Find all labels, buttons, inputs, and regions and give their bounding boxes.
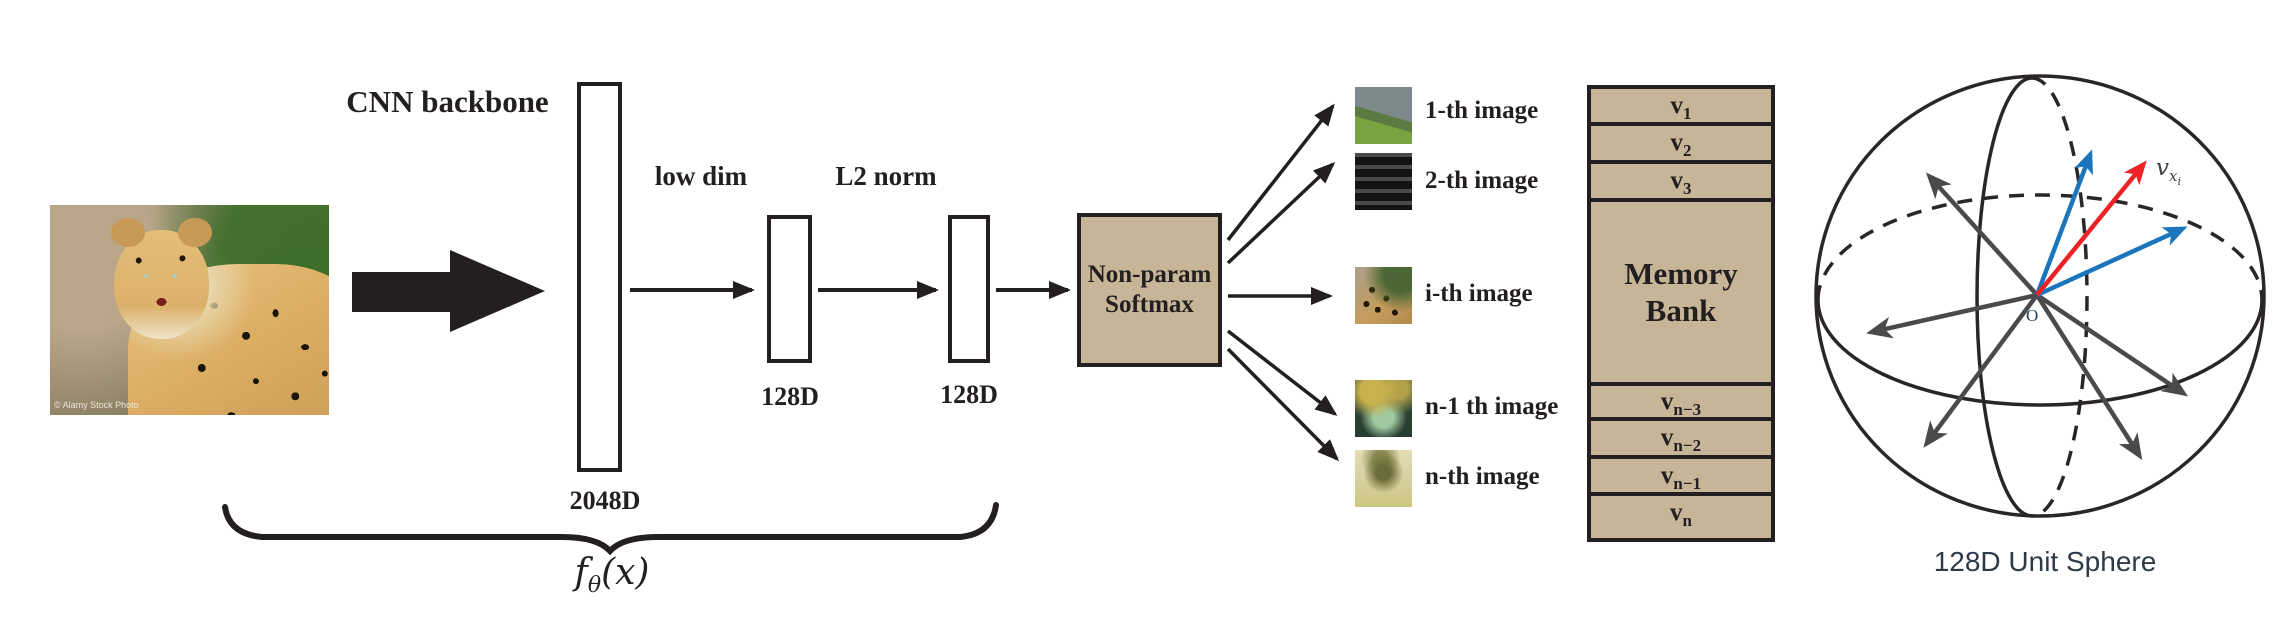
vector-subscript: n−1 xyxy=(1673,474,1702,493)
sphere-outline xyxy=(1814,74,2266,518)
vector-symbol: v xyxy=(1660,388,1674,415)
l2-norm-label: L2 norm xyxy=(835,161,937,191)
embed-dim-label-2: 128D xyxy=(940,380,998,409)
embedding-layer-1 xyxy=(767,215,812,363)
vector-symbol: v xyxy=(1670,92,1684,119)
sphere-meridian-front xyxy=(1975,76,2033,518)
instance-thumbnail-n xyxy=(1355,450,1412,507)
arrow-softmax-to-image-1 xyxy=(1226,103,1335,242)
instance-thumbnail-1 xyxy=(1355,87,1412,144)
vector-subscript: n−2 xyxy=(1673,436,1702,455)
function-f: f xyxy=(574,552,588,593)
memory-bank-row-vn-1: vn−1 xyxy=(1591,459,1771,496)
input-image-leopard xyxy=(50,205,329,415)
memory-vector-label: vxi xyxy=(2156,155,2181,188)
gray-vector-left xyxy=(1866,292,2038,339)
sphere-equator-front xyxy=(1816,299,2264,407)
arrow-softmax-to-image-2 xyxy=(1226,161,1336,265)
vector-symbol: v xyxy=(1670,499,1683,526)
memory-bank-title-line2: Bank xyxy=(1645,293,1717,328)
vector-sub-x: xi xyxy=(2169,166,2181,188)
vector-symbol: v xyxy=(1670,129,1684,156)
cnn-dim-label: 2048D xyxy=(569,486,641,515)
vector-subsub-i: i xyxy=(2177,174,2181,188)
instance-label-n-1: n-1 th image xyxy=(1425,393,1559,420)
memory-bank-row-vn: vn xyxy=(1591,496,1771,538)
encoder-function-label: fθ(x) xyxy=(532,552,692,598)
instance-label-n: n-th image xyxy=(1425,463,1540,490)
instance-thumbnail-i xyxy=(1355,267,1412,324)
instance-label-2: 2-th image xyxy=(1425,167,1539,194)
memory-bank-row-v2: v2 xyxy=(1591,126,1771,164)
arrow-softmax-to-image-n-1 xyxy=(1226,329,1338,416)
arrow-softmax-to-image-n xyxy=(1226,347,1340,462)
leopard-head-art xyxy=(114,230,210,340)
vector-subscript: 2 xyxy=(1683,141,1692,160)
vector-symbol: v xyxy=(1660,462,1674,489)
leopard-ear-art xyxy=(178,217,212,247)
vector-v: v xyxy=(2156,155,2169,181)
gray-vector-upper-left xyxy=(1925,172,2039,297)
gray-vector-lower-left xyxy=(1923,293,2039,448)
embedding-layer-2 xyxy=(948,215,990,363)
memory-bank-row-vn-2: vn−2 xyxy=(1591,421,1771,459)
sphere-origin-label: O xyxy=(2026,306,2039,325)
sphere-equator-back xyxy=(1816,193,2264,301)
cnn-feature-layer-2048d xyxy=(577,82,622,472)
function-subscript-theta: θ xyxy=(587,573,602,599)
softmax-label-line2: Softmax xyxy=(1105,291,1194,318)
memory-bank-row-v3: v3 xyxy=(1591,164,1771,202)
low-dim-label: low dim xyxy=(654,161,748,191)
gray-vector-lower-right xyxy=(2035,293,2143,461)
instance-thumbnail-2 xyxy=(1355,153,1412,210)
gray-vector-right xyxy=(2035,293,2188,397)
vector-symbol: v xyxy=(1670,167,1684,194)
memory-bank-title: Memory Bank xyxy=(1591,202,1771,386)
memory-bank: v1 v2 v3 Memory Bank vn−3 vn−2 vn−1 vn xyxy=(1587,85,1775,542)
vector-subscript: n xyxy=(1682,511,1692,530)
photo-watermark: © Alamy Stock Photo xyxy=(54,400,139,410)
cnn-backbone-label: CNN backbone xyxy=(346,84,549,119)
vector-subscript: 1 xyxy=(1683,104,1692,123)
red-feature-vector xyxy=(2035,160,2147,297)
input-arrow xyxy=(352,250,545,332)
sphere-meridian-back xyxy=(2031,76,2089,518)
function-args: (x) xyxy=(601,552,650,593)
embed-dim-label-1: 128D xyxy=(761,382,819,411)
unit-sphere-caption: 128D Unit Sphere xyxy=(1933,546,2157,577)
instance-label-1: 1-th image xyxy=(1425,97,1539,124)
non-param-softmax-box: Non-param Softmax xyxy=(1077,213,1222,367)
softmax-label-line1: Non-param xyxy=(1087,261,1212,288)
vector-symbol: v xyxy=(1660,424,1674,451)
leopard-ear-art xyxy=(111,217,145,247)
blue-vector-up xyxy=(2034,149,2093,296)
memory-bank-row-vn-3: vn−3 xyxy=(1591,386,1771,421)
instance-label-i: i-th image xyxy=(1425,280,1533,307)
vector-subscript: n−3 xyxy=(1673,400,1702,419)
memory-bank-row-v1: v1 xyxy=(1591,89,1771,126)
instance-thumbnail-n-1 xyxy=(1355,380,1412,437)
blue-vector-right xyxy=(2036,226,2188,298)
vector-subscript: 3 xyxy=(1683,179,1692,198)
memory-bank-title-line1: Memory xyxy=(1624,256,1738,291)
